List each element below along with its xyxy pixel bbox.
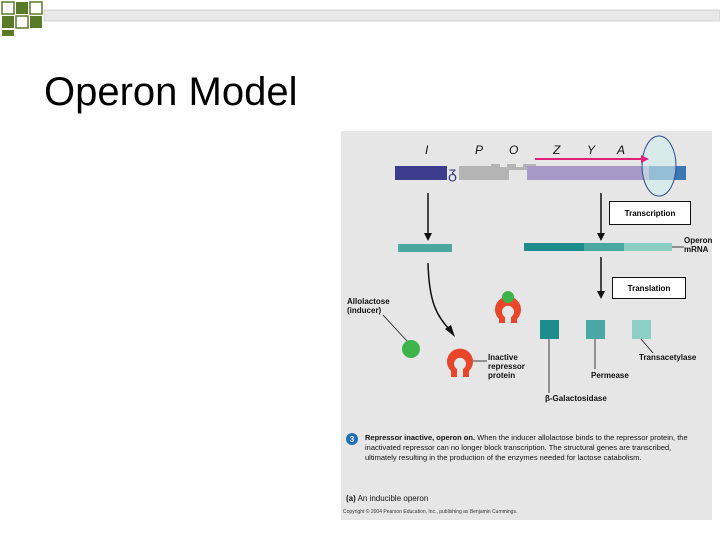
slide-title: Operon Model bbox=[44, 70, 298, 114]
inactive-repressor-line1: Inactive bbox=[488, 353, 518, 362]
operon-mrna-label: Operon mRNA bbox=[684, 236, 712, 254]
operator-notch bbox=[516, 164, 523, 167]
structural-genes-zya bbox=[527, 166, 649, 180]
slide-decoration bbox=[1, 1, 720, 36]
operator-region bbox=[491, 164, 536, 170]
inactive-repressor-label: Inactive repressor protein bbox=[488, 353, 525, 380]
decor-square bbox=[15, 15, 29, 29]
transcription-box: Transcription bbox=[609, 201, 691, 225]
beta-galactosidase-enzyme bbox=[540, 320, 559, 339]
arrow-to-inactive-repressor bbox=[427, 262, 452, 332]
arrowhead bbox=[445, 325, 455, 337]
subfigure-title: An inducible operon bbox=[355, 494, 429, 503]
title-band bbox=[43, 9, 720, 22]
gene-label-y: Y bbox=[587, 143, 596, 157]
subfigure-label: (a) bbox=[346, 494, 356, 503]
repressor-bound-top bbox=[495, 296, 521, 323]
mrna-y bbox=[584, 243, 624, 251]
highlight-ellipse bbox=[641, 135, 677, 197]
arrowhead bbox=[597, 233, 605, 241]
regulator-gene-i bbox=[395, 166, 447, 180]
arrowhead bbox=[597, 291, 605, 299]
arrowhead bbox=[424, 233, 432, 241]
decor-square bbox=[1, 1, 15, 15]
decor-square bbox=[16, 2, 28, 14]
transcription-arrowhead bbox=[641, 155, 649, 163]
decor-square bbox=[2, 16, 14, 28]
repressor-mrna bbox=[398, 244, 452, 252]
gene-label-z: Z bbox=[553, 143, 561, 157]
operon-mrna-label-line1: Operon bbox=[684, 236, 713, 245]
gene-label-i: I bbox=[425, 143, 429, 157]
gene-label-p: P bbox=[475, 143, 484, 157]
mrna-a bbox=[624, 243, 672, 251]
operon-diagram-graphics: ᵹ bbox=[382, 135, 686, 393]
transacetylase-label: Transacetylase bbox=[639, 353, 697, 362]
translation-box: Translation bbox=[612, 277, 686, 299]
caption-body: When the inducer allolactose binds to th… bbox=[365, 433, 688, 462]
decor-square bbox=[29, 1, 43, 15]
operon-figure-panel: ᵹ bbox=[341, 131, 712, 520]
inactive-repressor-line3: protein bbox=[488, 371, 516, 380]
permease-label: Permease bbox=[591, 371, 629, 380]
allolactose-leader bbox=[382, 314, 408, 342]
allolactose-label-line1: Allolactose bbox=[347, 297, 390, 306]
inactive-repressor-protein bbox=[447, 348, 473, 377]
inactive-repressor-line2: repressor bbox=[488, 362, 525, 371]
figure-caption: Repressor inactive, operon on. When the … bbox=[365, 433, 695, 463]
dna-break-symbol: ᵹ bbox=[448, 165, 457, 182]
inducer-bound bbox=[502, 291, 514, 303]
allolactose-molecule bbox=[402, 340, 420, 358]
mrna-z bbox=[524, 243, 584, 251]
operator-notch bbox=[500, 164, 507, 167]
copyright-notice: Copyright © 2004 Pearson Education, Inc.… bbox=[343, 509, 518, 515]
gene-label-o: O bbox=[509, 143, 519, 157]
decor-square bbox=[2, 30, 14, 36]
allolactose-label: Allolactose (inducer) bbox=[347, 297, 390, 315]
decor-square bbox=[30, 16, 42, 28]
galactosidase-label: β-Galactosidase bbox=[545, 394, 607, 403]
permease-enzyme bbox=[586, 320, 605, 339]
gene-label-a: A bbox=[617, 143, 626, 157]
transacetylase-leader bbox=[640, 338, 654, 354]
operon-mrna-label-line2: mRNA bbox=[684, 245, 709, 254]
allolactose-label-line2: (inducer) bbox=[347, 306, 382, 315]
step-number-badge: 3 bbox=[346, 433, 358, 445]
subfigure-caption: (a) An inducible operon bbox=[346, 494, 428, 503]
caption-heading: Repressor inactive, operon on. bbox=[365, 433, 476, 442]
transacetylase-enzyme bbox=[632, 320, 651, 339]
